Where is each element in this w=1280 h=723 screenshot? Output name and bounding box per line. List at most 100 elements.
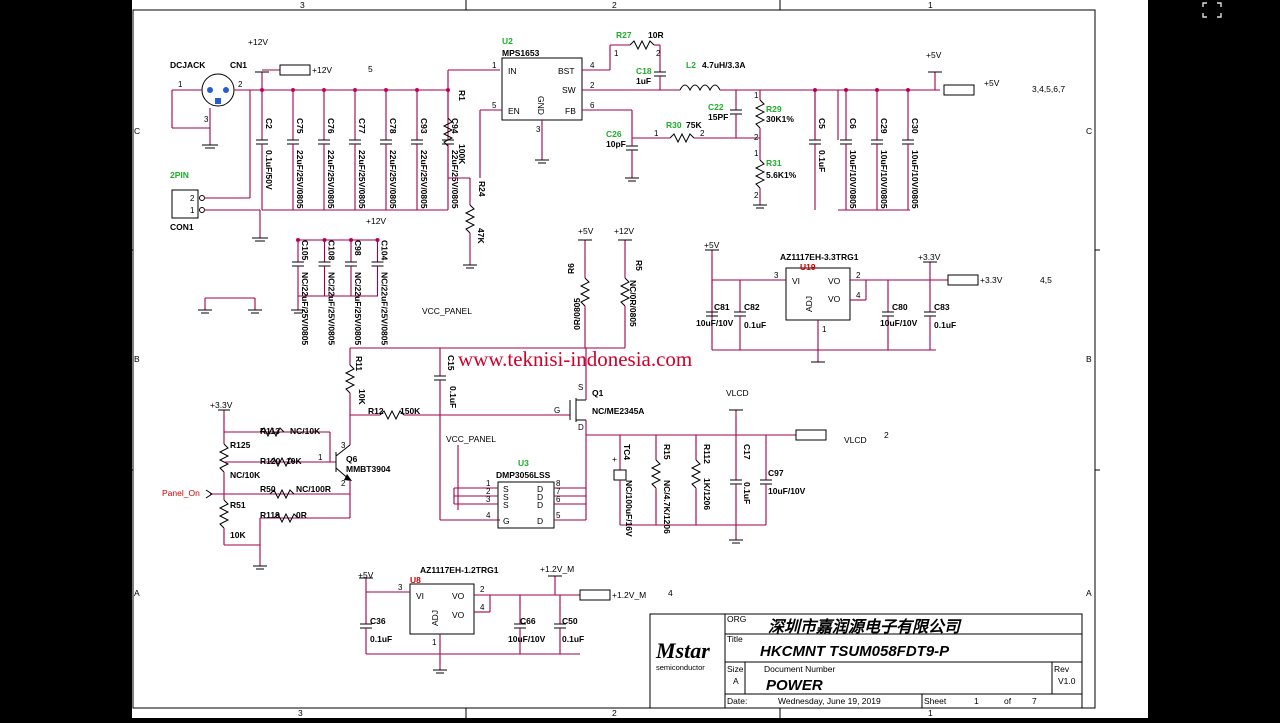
q1-ref: Q1	[592, 388, 604, 398]
u2-num-3: 3	[536, 125, 541, 134]
c26-ref: C26	[606, 129, 622, 139]
u2-pin-en: EN	[508, 106, 520, 116]
u2-num-5: 5	[492, 101, 497, 110]
nc-cap-val-0: NC/22uF/25V/0805	[300, 272, 310, 346]
input-cap-ref-2: C76	[326, 118, 336, 134]
net-p33v-q6: +3.3V	[210, 400, 233, 410]
fullscreen-icon[interactable]	[1202, 2, 1222, 18]
u8-pin-vo1: VO	[452, 591, 465, 601]
c36-val: 0.1uF	[370, 634, 392, 644]
r27-ref: R27	[616, 30, 632, 40]
input-cap-ref-3: C77	[357, 118, 367, 134]
out-caps-rails	[814, 90, 910, 211]
r51-val: 10K	[230, 530, 246, 540]
u2-pin-gnd: GND	[536, 96, 546, 115]
nc-cap-ref-3: C104	[380, 240, 390, 261]
net-vcc-panel-top: VCC_PANEL	[422, 306, 472, 316]
input-cap-ref-4: C78	[388, 118, 398, 134]
net-vcc-panel-u3: VCC_PANEL	[446, 434, 496, 444]
u2-pin-fb: FB	[565, 106, 576, 116]
r27-val: 10R	[648, 30, 664, 40]
u19-ldo	[705, 249, 979, 363]
c82-val: 0.1uF	[744, 320, 766, 330]
r29-pin-2: 2	[754, 133, 759, 142]
u3-num-8: 8	[556, 479, 561, 488]
border-row-a-left: A	[134, 588, 140, 598]
r125-ref: R125	[230, 440, 251, 450]
border-col-2-bottom: 2	[612, 708, 617, 718]
q1-part: NC/ME2345A	[592, 406, 644, 416]
out5v-cap-val-2: 10uF/10V/0805	[879, 150, 889, 209]
border-row-b-right: B	[1086, 354, 1092, 364]
c66-ref: C66	[520, 616, 536, 626]
c80-val: 10uF/10V	[880, 318, 918, 328]
pageref-p12v: 5	[368, 64, 373, 74]
net-p12v-m-port: +1.2V_M	[612, 590, 646, 600]
net-p12v-top: +12V	[248, 37, 268, 47]
u3-num-7: 7	[556, 487, 561, 496]
sheet-label: Sheet	[924, 696, 947, 706]
r119-val: 0R	[296, 510, 307, 520]
border-row-c-left: C	[134, 126, 140, 136]
u2-buck-ic	[479, 57, 660, 178]
nc-cap-ref-1: C108	[327, 240, 337, 261]
border-col-2-top: 2	[612, 0, 617, 10]
out5v-cap-val-1: 10uF/10V/0805	[848, 150, 858, 209]
q6-ref: Q6	[346, 454, 358, 464]
date-value: Wednesday, June 19, 2019	[778, 696, 881, 706]
c22-ref: C22	[708, 102, 724, 112]
nc-cap-val-1: NC/22uF/25V/0805	[327, 272, 337, 346]
l2-ref: L2	[686, 60, 696, 70]
c82-ref: C82	[744, 302, 760, 312]
u19-pin-adj: ADJ	[804, 296, 814, 312]
u3-pin-d5: D	[537, 516, 543, 526]
c36-ref: C36	[370, 616, 386, 626]
out5v-cap-val-0: 0.1uF	[817, 150, 827, 172]
c26-val: 10pF	[606, 139, 626, 149]
dcjack-pin-1: 1	[178, 80, 183, 89]
dcjack-pin-2: 2	[238, 80, 243, 89]
ground-symbols-left	[198, 239, 378, 314]
q6-pin-2: 2	[341, 479, 346, 488]
q1-pin-g: G	[554, 406, 560, 415]
size-value: A	[733, 676, 739, 686]
u2-ref: U2	[502, 36, 513, 46]
u3-ref: U3	[518, 458, 529, 468]
r125-val: NC/10K	[230, 470, 261, 480]
u19-ref: U19	[800, 262, 816, 272]
r1-ref: R1	[457, 90, 467, 101]
net-p5v-port: +5V	[984, 78, 1000, 88]
r29-val: 30K1%	[766, 114, 794, 124]
net-vlcd-port: VLCD	[844, 435, 867, 445]
r29-pin-1: 1	[754, 91, 759, 100]
c15-val: 0.1uF	[448, 386, 458, 408]
r29-ref: R29	[766, 104, 782, 114]
sheet-border	[132, 0, 1100, 718]
u8-num-3: 3	[398, 583, 403, 592]
u3-num-1: 1	[486, 479, 491, 488]
u19-num-1: 1	[822, 325, 827, 334]
input-cap-val-1: 22uF/25V/0805	[295, 150, 305, 209]
out5v-cap-ref-3: C30	[910, 118, 920, 134]
c17-ref: C17	[742, 444, 752, 460]
sheet-value: 1	[974, 696, 979, 706]
u2-num-2: 2	[590, 81, 595, 90]
vlcd-output-caps	[613, 409, 772, 544]
r30-pin-1: 1	[654, 129, 659, 138]
watermark: www.teknisi-indonesia.com	[458, 347, 692, 371]
input-cap-val-0: 0.1uF/50V	[264, 150, 274, 190]
input-cap-0: C20.1uF/50V	[256, 88, 274, 210]
panel-on-logic	[205, 409, 352, 570]
schematic-sheet: 3 2 1 3 2 1 C B A C B A DCJACK CN1 1 2 3…	[132, 0, 1148, 718]
mstar-logo-sub: semiconductor	[656, 663, 705, 672]
r113-val: NC/10K	[290, 426, 321, 436]
r1-val: 100K	[457, 144, 467, 165]
nc-cap-ref-0: C105	[300, 240, 310, 261]
input-caps-group: C20.1uF/50VC7522uF/25V/0805C7622uF/25V/0…	[256, 88, 460, 210]
u2-pin-in: IN	[508, 66, 517, 76]
u3-num-6: 6	[556, 495, 561, 504]
net-p5v-u19: +5V	[704, 240, 720, 250]
